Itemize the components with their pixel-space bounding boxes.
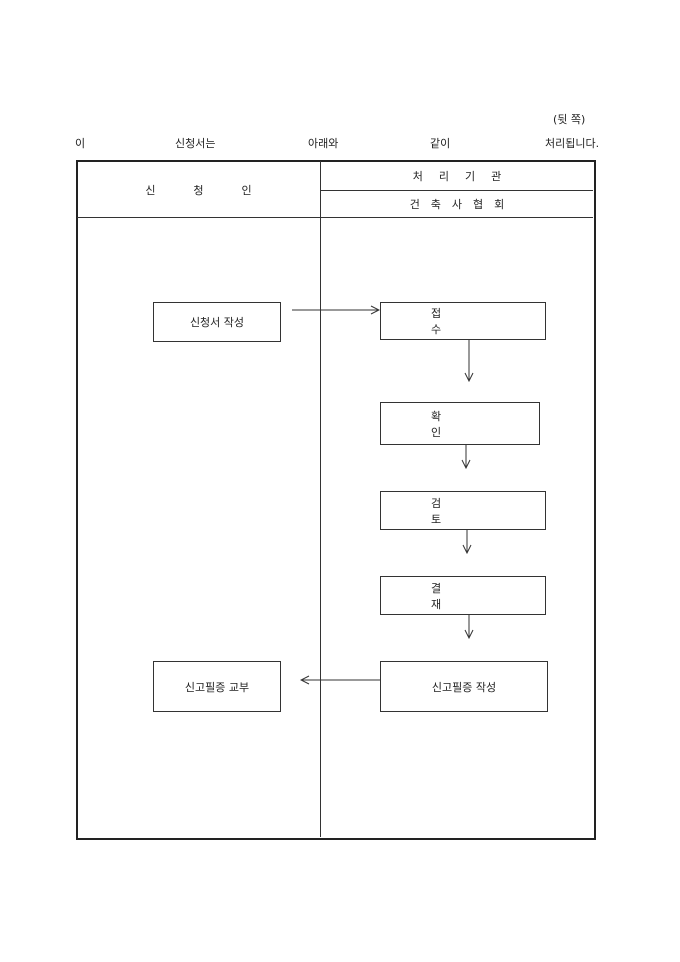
step-approve: 결재 [380,576,546,615]
intro-word: 신청서는 [175,137,216,150]
intro-word: 같이 [430,137,451,150]
step-review: 검토 [380,491,546,530]
step-deliver-certificate: 신고필증 교부 [153,661,281,712]
step-issue-certificate: 신고필증 작성 [380,661,548,712]
step-confirm: 확인 [380,402,540,445]
processor-name: 건축사협회 [409,198,516,211]
header-bottom-line [77,217,593,218]
header-split-line [321,190,593,191]
intro-word: 이 [75,137,86,150]
step-write-application: 신청서 작성 [153,302,281,342]
column-divider [320,161,321,837]
intro-word: 아래와 [308,137,339,150]
process-table [76,160,596,840]
intro-word: 처리됩니다. [545,137,600,150]
processor-header: 처리기관 [412,170,518,183]
applicant-header: 신청인 [145,183,290,197]
step-receive: 접수 [380,302,546,340]
page-side-label: (뒷 쪽) [553,113,586,126]
